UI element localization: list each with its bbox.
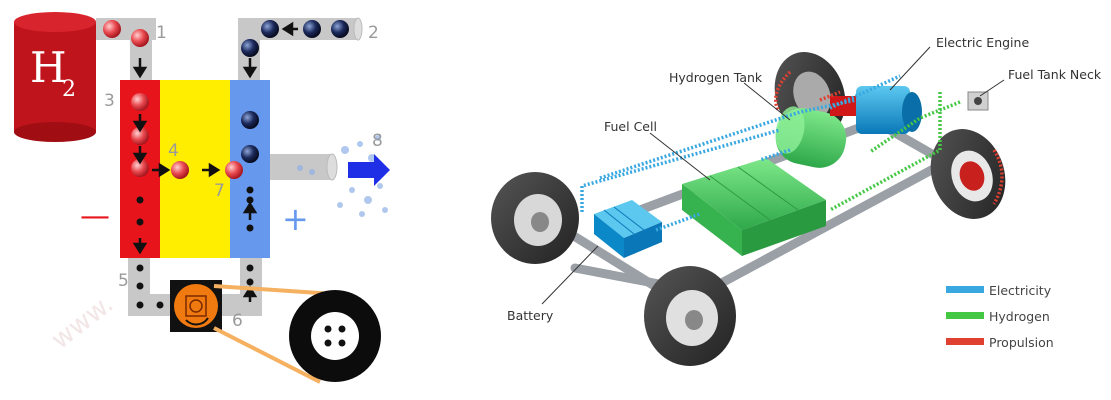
hydrogen-particles (103, 20, 243, 179)
motor (170, 280, 222, 332)
belt-bottom (213, 326, 321, 384)
fuel-cell-component (682, 158, 826, 256)
step-number-1: 1 (156, 23, 167, 43)
output-arrow (348, 154, 390, 186)
oxygen-particles (241, 20, 349, 163)
legend: Electricity Hydrogen Propulsion (946, 283, 1054, 350)
legend-swatch-propulsion (946, 338, 984, 345)
electric-engine-component (830, 86, 922, 134)
wheel-front-left (491, 172, 579, 264)
legend-label-propulsion: Propulsion (989, 335, 1054, 350)
label-fuel-cell: Fuel Cell (604, 119, 657, 134)
fuel-cell-schematic: www. H 2 (14, 12, 390, 384)
wheel-front-right (644, 266, 736, 366)
step-number-8: 8 (372, 131, 383, 151)
electron-dots (136, 186, 254, 309)
watermark: www. (46, 289, 119, 356)
battery-component (594, 200, 662, 258)
legend-swatch-hydrogen (946, 312, 984, 319)
legend-item-electricity: Electricity (946, 283, 1052, 298)
car-illustration: Electric Engine Hydrogen Tank Fuel Tank … (491, 35, 1102, 366)
belt-top (213, 284, 335, 296)
minus-sign: — (80, 199, 110, 234)
flow-lines (580, 70, 1004, 232)
plus-sign: + (282, 200, 309, 238)
leader-lines (541, 46, 1005, 305)
legend-label-electricity: Electricity (989, 283, 1052, 298)
fuel-tank-neck-component (967, 91, 989, 111)
tank-label-subscript: 2 (62, 77, 76, 102)
electrolyte-layer (160, 80, 230, 258)
wheel (289, 290, 381, 382)
wheel-rear-right (930, 129, 1006, 219)
legend-swatch-electricity (946, 286, 984, 293)
label-battery: Battery (507, 308, 554, 323)
label-hydrogen-tank: Hydrogen Tank (669, 70, 763, 85)
hydrogen-tank: H 2 (14, 12, 96, 142)
step-number-3: 3 (104, 91, 115, 111)
step-number-4: 4 (168, 141, 179, 161)
flow-arrows (132, 21, 298, 302)
label-fuel-tank-neck: Fuel Tank Neck (1008, 67, 1102, 82)
step-number-7: 7 (214, 181, 225, 201)
tank-label: H (30, 43, 67, 92)
step-number-2: 2 (368, 23, 379, 43)
step-number-5: 5 (118, 271, 129, 291)
step-number-6: 6 (232, 311, 243, 331)
water-output-cloud (297, 135, 388, 217)
label-electric-engine: Electric Engine (936, 35, 1029, 50)
legend-label-hydrogen: Hydrogen (989, 309, 1050, 324)
legend-item-propulsion: Propulsion (946, 335, 1054, 350)
legend-item-hydrogen: Hydrogen (946, 309, 1050, 324)
